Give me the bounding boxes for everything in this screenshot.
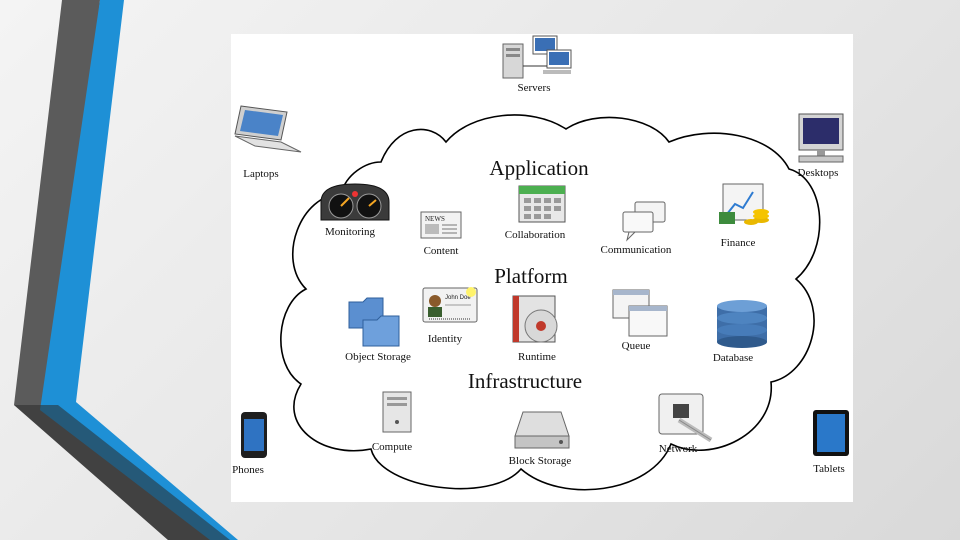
servers-icon (502, 35, 572, 79)
content-label: Content (423, 245, 459, 257)
id-badge-name: John Doe (445, 295, 471, 301)
id-badge-icon: John Doe (422, 287, 478, 323)
dark-stripe-base (14, 405, 230, 540)
folders-icon (348, 297, 400, 347)
chat-bubbles-icon (622, 201, 666, 242)
runtime-package-icon (512, 295, 558, 343)
laptops-label: Laptops (243, 168, 279, 180)
newspaper-heading: NEWS (425, 215, 445, 223)
cloud-outline (280, 114, 821, 491)
phone-icon (241, 412, 267, 458)
diagram-canvas: NEWS (234, 35, 849, 491)
tablet-icon (813, 410, 849, 456)
monitoring-gauge-icon (320, 183, 390, 221)
blue-stripe (40, 0, 238, 540)
application-layer-title: Application (489, 156, 589, 180)
database-icon (717, 300, 767, 348)
finance-chart-icon (719, 183, 769, 225)
collaboration-label: Collaboration (504, 229, 566, 241)
monitoring-label: Monitoring (324, 226, 376, 238)
tablets-label: Tablets (813, 463, 845, 475)
cloud-diagram: NEWS (231, 34, 853, 502)
newspaper-icon: NEWS (420, 211, 462, 239)
object-storage-label: Object Storage (345, 351, 411, 363)
network-port-icon (658, 393, 713, 443)
compute-label: Compute (371, 441, 413, 453)
calendar-icon (518, 185, 566, 223)
communication-label: Communication (600, 244, 672, 256)
phones-label: Phones (232, 464, 264, 476)
desktops-label: Desktops (797, 167, 839, 179)
network-label: Network (658, 443, 698, 455)
compute-tower-icon (382, 391, 412, 433)
servers-label: Servers (517, 82, 551, 94)
runtime-label: Runtime (518, 351, 556, 363)
hard-drive-icon (514, 411, 570, 449)
finance-label: Finance (720, 237, 756, 249)
queue-label: Queue (621, 340, 651, 352)
identity-label: Identity (427, 333, 463, 345)
gray-stripe (14, 0, 230, 540)
laptop-icon (234, 105, 302, 153)
database-label: Database (712, 352, 754, 364)
block-storage-label: Block Storage (508, 455, 572, 467)
queue-windows-icon (612, 289, 668, 337)
desktop-icon (798, 113, 844, 163)
platform-layer-title: Platform (494, 264, 568, 288)
infrastructure-layer-title: Infrastructure (467, 369, 583, 393)
